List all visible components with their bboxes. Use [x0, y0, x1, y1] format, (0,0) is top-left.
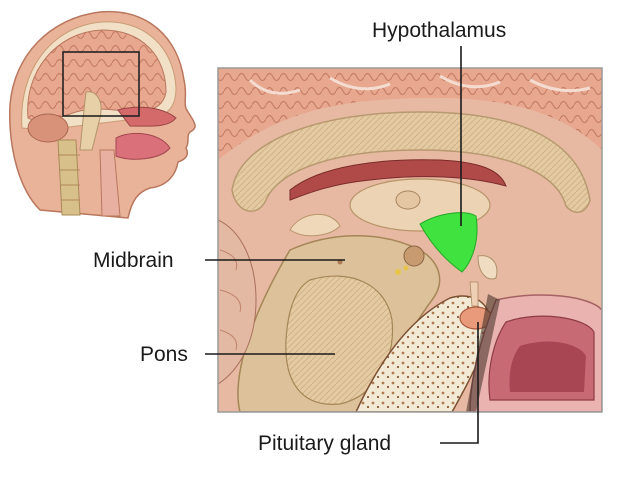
thumbnail-cerebellum [28, 114, 68, 142]
thumbnail-spine [58, 140, 80, 215]
label-pons: Pons [140, 344, 188, 365]
label-midbrain: Midbrain [93, 250, 174, 271]
label-hypothalamus: Hypothalamus [372, 20, 506, 41]
label-pituitary-gland: Pituitary gland [258, 433, 391, 454]
head-thumbnail [10, 12, 195, 218]
magnified-panel [218, 68, 602, 412]
